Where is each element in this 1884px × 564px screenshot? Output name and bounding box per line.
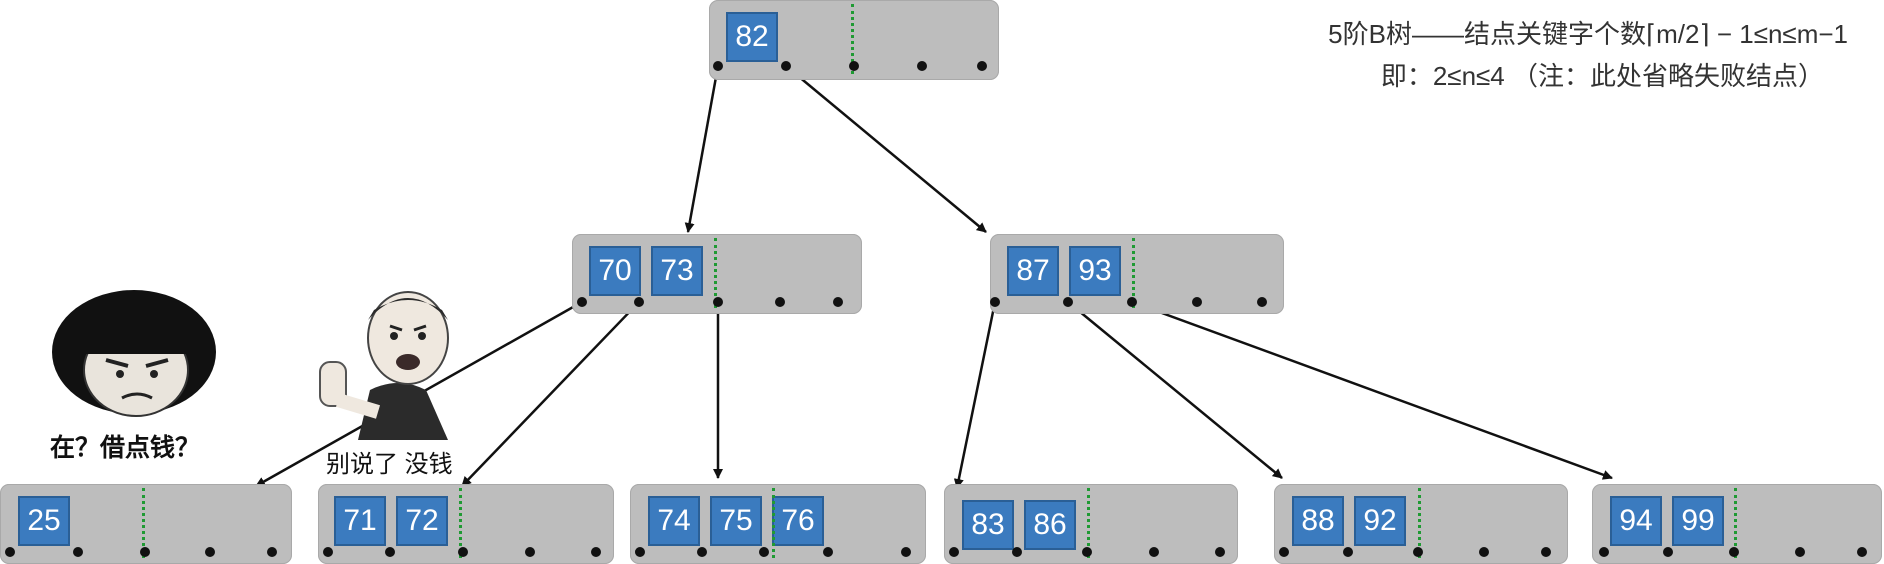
- child-pointer: [759, 547, 769, 557]
- child-pointer: [1063, 297, 1073, 307]
- child-pointer: [458, 547, 468, 557]
- root-node: 82: [709, 0, 999, 80]
- edge-87-93-to-leaf-94-99: [1131, 300, 1613, 480]
- key-cell: 87: [1007, 246, 1059, 296]
- key-cell: 71: [334, 496, 386, 546]
- key-area-separator: [1132, 238, 1135, 308]
- leaf-node-83-86: 83 86: [944, 484, 1238, 564]
- meme-caption-no-money: 别说了 没钱: [326, 451, 453, 478]
- child-pointer: [1127, 297, 1137, 307]
- child-pointer: [1599, 547, 1609, 557]
- key-cell: 74: [648, 496, 700, 546]
- internal-node-87-93: 87 93: [990, 234, 1284, 314]
- leaf-node-25: 25: [0, 484, 292, 564]
- edge-root-to-right-child: [785, 65, 987, 233]
- key-area-separator: [1087, 488, 1090, 558]
- child-pointer: [1279, 547, 1289, 557]
- edge-87-93-to-leaf-83-86: [953, 301, 997, 489]
- child-pointer: [205, 547, 215, 557]
- child-pointer: [901, 547, 911, 557]
- internal-node-70-73: 70 73: [572, 234, 862, 314]
- child-pointer: [635, 547, 645, 557]
- child-pointer: [1413, 547, 1423, 557]
- child-pointer: [990, 297, 1000, 307]
- child-pointer: [1541, 547, 1551, 557]
- key-cell: 99: [1672, 496, 1724, 546]
- child-pointer: [634, 297, 644, 307]
- key-area-separator: [1734, 488, 1737, 558]
- child-pointer: [849, 61, 859, 71]
- key-cell: 88: [1292, 496, 1344, 546]
- child-pointer: [1663, 547, 1673, 557]
- meme-refusing-man-icon: [319, 291, 449, 440]
- key-area-separator: [142, 488, 145, 558]
- child-pointer: [1857, 547, 1867, 557]
- child-pointer: [323, 547, 333, 557]
- key-cell: 73: [651, 246, 703, 296]
- key-area-separator: [459, 488, 462, 558]
- child-pointer: [775, 297, 785, 307]
- child-pointer: [1192, 297, 1202, 307]
- key-cell: 72: [396, 496, 448, 546]
- child-pointer: [73, 547, 83, 557]
- edge-70-73-to-leaf-71-72: [461, 301, 640, 487]
- edge-root-to-left-child: [684, 65, 720, 233]
- leaf-node-94-99: 94 99: [1592, 484, 1882, 564]
- key-cell: 83: [962, 500, 1014, 550]
- leaf-node-71-72: 71 72: [318, 484, 614, 564]
- child-pointer: [577, 297, 587, 307]
- key-cell: 93: [1069, 246, 1121, 296]
- child-pointer: [1012, 547, 1022, 557]
- child-pointer: [977, 61, 987, 71]
- child-pointer: [713, 297, 723, 307]
- key-area-separator: [851, 4, 854, 74]
- key-cell: 75: [710, 496, 762, 546]
- key-area-separator: [714, 238, 717, 308]
- meme-bowlcut-face-icon: [52, 290, 216, 417]
- key-cell: 86: [1024, 500, 1076, 550]
- child-pointer: [833, 297, 843, 307]
- child-pointer: [917, 61, 927, 71]
- key-cell: 94: [1610, 496, 1662, 546]
- key-cell: 76: [772, 496, 824, 546]
- child-pointer: [713, 61, 723, 71]
- key-cell: 92: [1354, 496, 1406, 546]
- child-pointer: [949, 547, 959, 557]
- key-cell: 25: [18, 496, 70, 546]
- child-pointer: [1729, 547, 1739, 557]
- key-area-separator: [772, 488, 775, 558]
- child-pointer: [1479, 547, 1489, 557]
- child-pointer: [1795, 547, 1805, 557]
- child-pointer: [140, 547, 150, 557]
- child-pointer: [5, 547, 15, 557]
- diagram-title: 5阶B树——结点关键字个数⌈m/2⌉ − 1≤n≤m−1: [1328, 19, 1848, 49]
- child-pointer: [1215, 547, 1225, 557]
- leaf-node-74-75-76: 74 75 76: [630, 484, 926, 564]
- edge-87-93-to-leaf-88-92: [1067, 301, 1283, 479]
- child-pointer: [1082, 547, 1092, 557]
- child-pointer: [1257, 297, 1267, 307]
- child-pointer: [267, 547, 277, 557]
- leaf-node-88-92: 88 92: [1274, 484, 1568, 564]
- child-pointer: [1343, 547, 1353, 557]
- child-pointer: [781, 61, 791, 71]
- diagram-subtitle: 即：2≤n≤4 （注：此处省略失败结点）: [1380, 61, 1824, 91]
- key-area-separator: [1418, 488, 1421, 558]
- child-pointer: [525, 547, 535, 557]
- child-pointer: [823, 547, 833, 557]
- key-cell: 70: [589, 246, 641, 296]
- meme-caption-borrow: 在？借点钱？: [50, 434, 201, 462]
- child-pointer: [697, 547, 707, 557]
- key-cell: 82: [726, 12, 778, 62]
- child-pointer: [385, 547, 395, 557]
- child-pointer: [1149, 547, 1159, 557]
- child-pointer: [591, 547, 601, 557]
